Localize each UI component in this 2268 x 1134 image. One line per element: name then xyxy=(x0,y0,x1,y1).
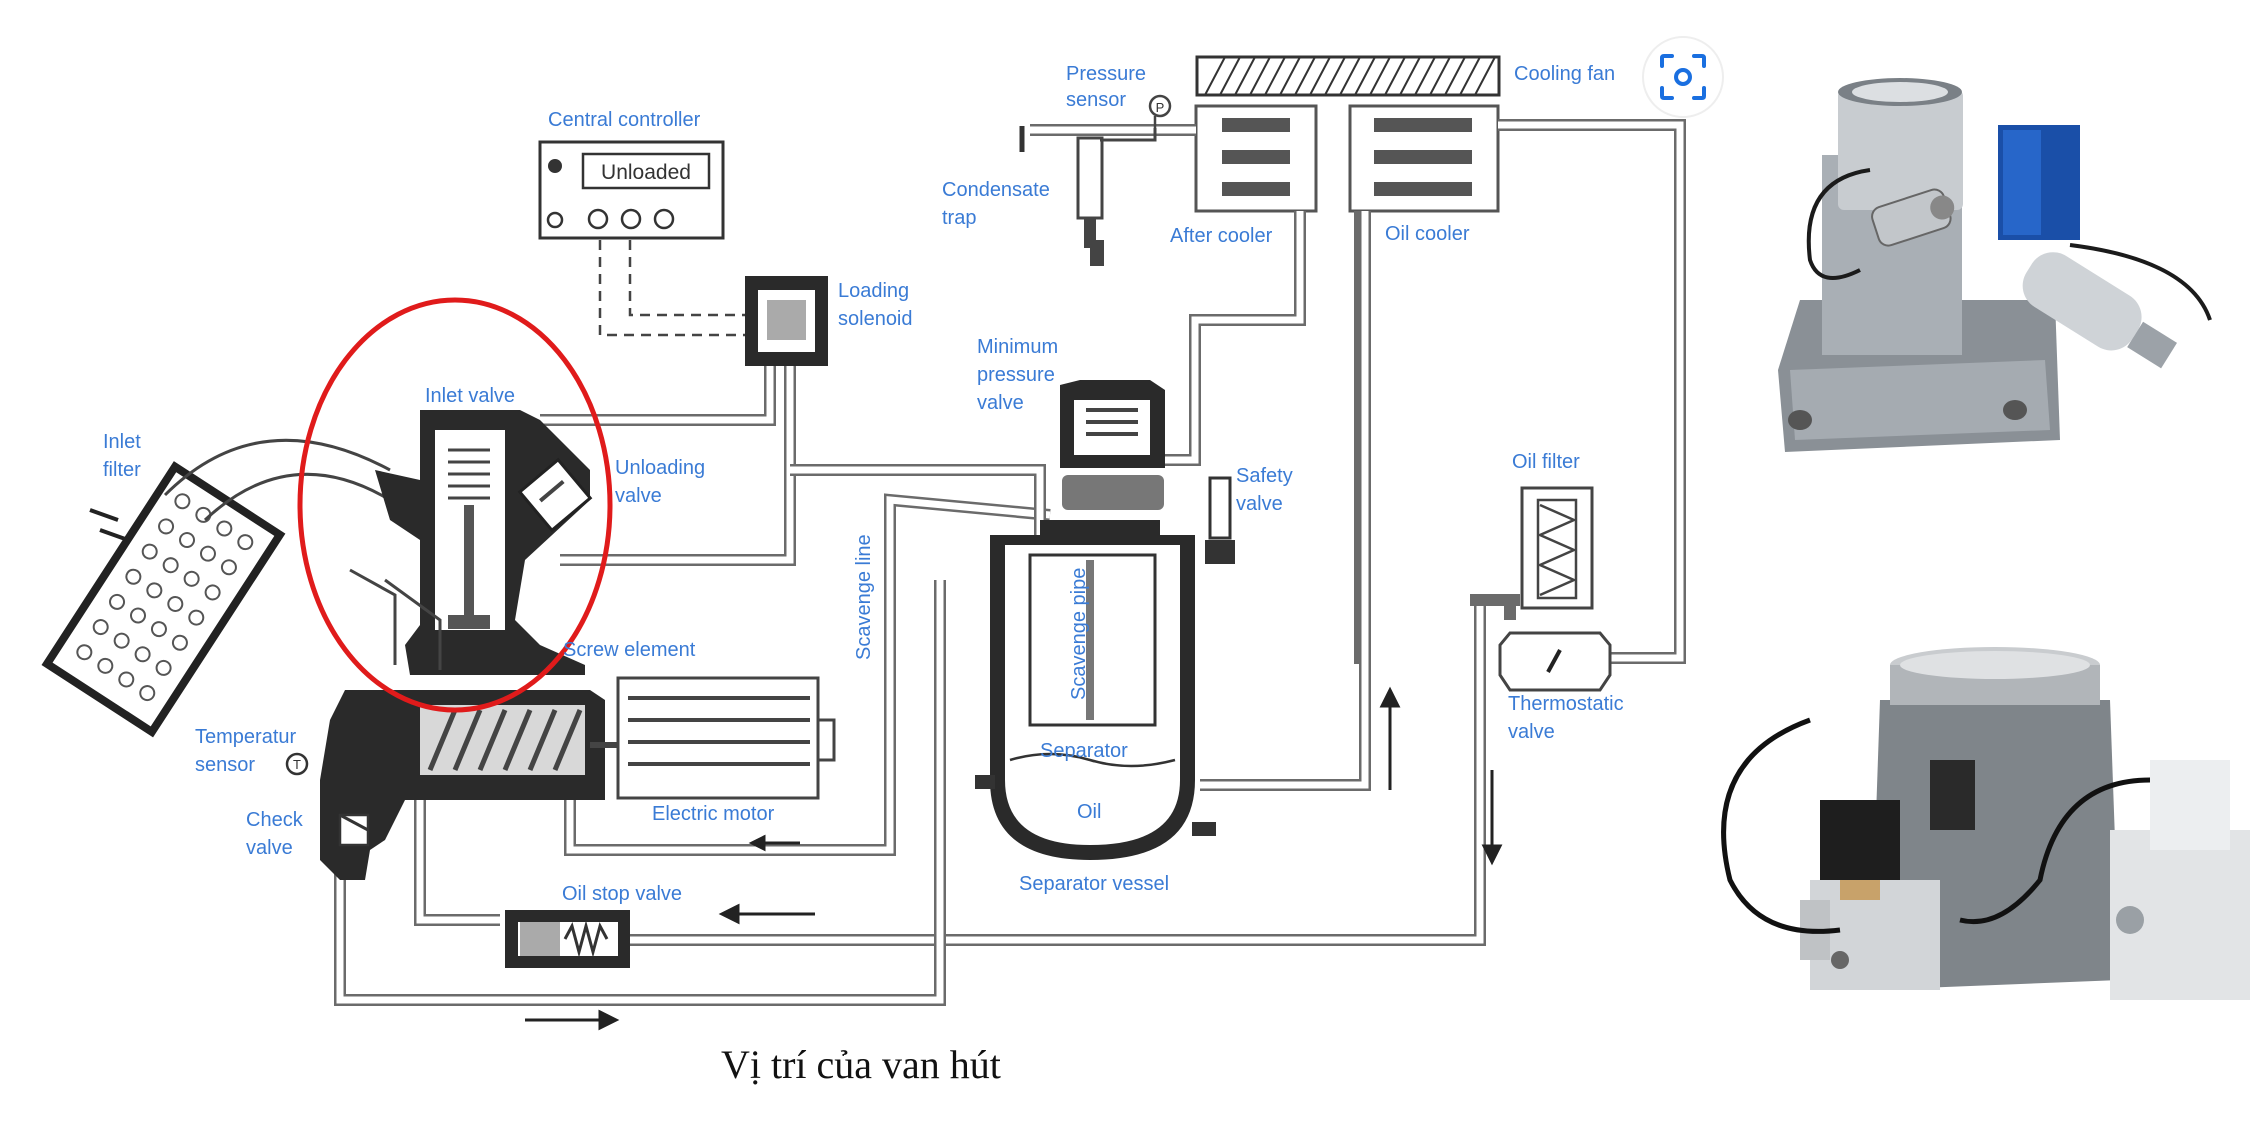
electric-motor xyxy=(590,676,836,800)
label-temperature-sensor-2: sensor xyxy=(195,754,255,776)
label-separator-vessel: Separator vessel xyxy=(1019,873,1169,895)
label-inlet-valve: Inlet valve xyxy=(425,385,515,407)
lens-search-icon xyxy=(1660,54,1706,100)
temperature-sensor-letter: T xyxy=(293,757,301,772)
oil-cooler xyxy=(1348,104,1500,213)
label-inlet-filter-1: Inlet xyxy=(103,431,141,453)
loading-solenoid xyxy=(745,276,828,366)
thermostatic-valve xyxy=(1498,631,1612,692)
label-electric-motor: Electric motor xyxy=(652,803,775,825)
label-temperature-sensor-1: Temperatur xyxy=(195,726,296,748)
cooling-fan xyxy=(1195,55,1501,97)
central-controller xyxy=(538,140,725,240)
label-thermostatic-valve-1: Thermostatic xyxy=(1508,693,1624,715)
label-cooling-fan: Cooling fan xyxy=(1514,63,1615,85)
label-check-valve-2: valve xyxy=(246,837,293,859)
label-thermostatic-valve-2: valve xyxy=(1508,721,1555,743)
label-unloading-valve-1: Unloading xyxy=(615,457,705,479)
inlet-valve-highlight xyxy=(297,297,613,713)
after-cooler xyxy=(1194,104,1318,213)
inlet-filter xyxy=(41,438,391,738)
label-condensate-trap-2: trap xyxy=(942,207,976,229)
label-loading-solenoid-1: Loading xyxy=(838,280,909,302)
label-oil-stop-valve: Oil stop valve xyxy=(562,883,682,905)
label-minimum-pressure-3: valve xyxy=(977,392,1024,414)
minimum-pressure-valve xyxy=(1060,380,1165,510)
label-safety-valve-2: valve xyxy=(1236,493,1283,515)
inlet-valve-photo-2 xyxy=(1712,630,2258,1020)
inlet-valve-photo-1 xyxy=(1760,60,2258,460)
label-oil-filter: Oil filter xyxy=(1512,451,1580,473)
label-central-controller: Central controller xyxy=(548,109,701,131)
label-unloading-valve-2: valve xyxy=(615,485,662,507)
lens-search-button[interactable] xyxy=(1642,36,1724,118)
screw-element xyxy=(320,690,605,880)
label-condensate-trap-1: Condensate xyxy=(942,179,1050,201)
controller-display-text: Unloaded xyxy=(601,161,691,184)
label-pressure-sensor-2: sensor xyxy=(1066,89,1126,111)
flow-arrows xyxy=(525,686,1503,1031)
label-minimum-pressure-1: Minimum xyxy=(977,336,1058,358)
oil-stop-valve xyxy=(505,910,630,968)
label-scavenge-line: Scavenge line xyxy=(853,534,875,660)
label-check-valve-1: Check xyxy=(246,809,304,831)
pressure-sensor-symbol: P xyxy=(1156,100,1165,115)
label-after-cooler: After cooler xyxy=(1170,225,1273,247)
label-safety-valve-1: Safety xyxy=(1236,465,1293,487)
inlet-valve-body xyxy=(349,410,593,675)
diagram-labels: Pressure sensor P Cooling fan Central co… xyxy=(103,63,1624,905)
label-screw-element: Screw element xyxy=(563,639,696,661)
label-inlet-filter-2: filter xyxy=(103,459,141,481)
label-pressure-sensor-1: Pressure xyxy=(1066,63,1146,85)
label-minimum-pressure-2: pressure xyxy=(977,364,1055,386)
control-wires xyxy=(598,240,745,337)
label-scavenge-pipe: Scavenge pipe xyxy=(1068,568,1090,700)
label-oil: Oil xyxy=(1077,801,1101,823)
label-oil-cooler: Oil cooler xyxy=(1385,223,1470,245)
label-separator: Separator xyxy=(1040,740,1128,762)
oil-filter xyxy=(1520,486,1594,610)
condensate-trap xyxy=(1019,94,1172,266)
separator-vessel xyxy=(975,520,1216,860)
piping xyxy=(334,119,1686,1006)
safety-valve xyxy=(1205,476,1235,564)
temperature-sensor-symbol xyxy=(285,752,309,776)
diagram-caption: Vị trí của van hút xyxy=(721,1042,1001,1087)
label-loading-solenoid-2: solenoid xyxy=(838,308,913,330)
